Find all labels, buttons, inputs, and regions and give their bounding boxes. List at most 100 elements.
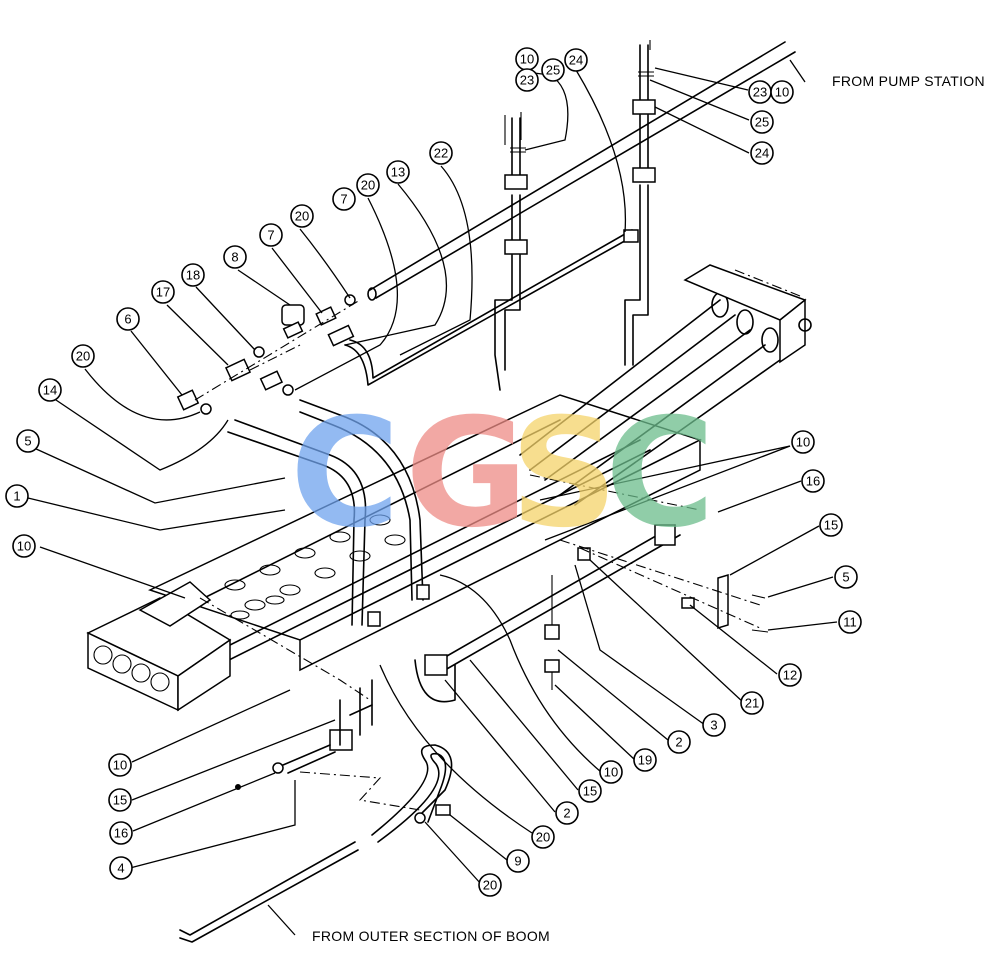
bubble-number: 10	[520, 52, 534, 67]
bubble-number: 25	[755, 115, 769, 130]
bubble-number: 1	[13, 489, 20, 504]
callout-bubble: 5	[834, 565, 858, 589]
bubble-number: 20	[361, 178, 375, 193]
from-pump-station-label: FROM PUMP STATION	[832, 73, 985, 89]
bubble-number: 25	[546, 63, 560, 78]
callout-bubble: 22	[429, 141, 453, 165]
bubble-number: 4	[117, 861, 124, 876]
callout-bubble: 20	[531, 825, 555, 849]
bubble-number: 20	[76, 349, 90, 364]
callout-bubble: 24	[750, 141, 774, 165]
callout-bubble: 13	[386, 160, 410, 184]
bubble-number: 5	[24, 434, 31, 449]
bubble-number: 10	[17, 539, 31, 554]
callout-bubble: 20	[356, 173, 380, 197]
bubble-number: 20	[483, 878, 497, 893]
bubble-number: 24	[755, 146, 769, 161]
callout-bubble: 10	[791, 430, 815, 454]
callout-bubble: 10	[12, 534, 36, 558]
bubble-number: 7	[267, 228, 274, 243]
bubble-number: 22	[434, 146, 448, 161]
callout-bubble: 15	[819, 513, 843, 537]
bubble-number: 15	[824, 518, 838, 533]
callout-bubble: 25	[541, 58, 565, 82]
from-outer-section-label: FROM OUTER SECTION OF BOOM	[312, 928, 550, 944]
callout-bubble: 10	[599, 760, 623, 784]
callout-bubble: 20	[290, 204, 314, 228]
callout-bubble: 9	[506, 849, 530, 873]
callout-bubble: 15	[578, 779, 602, 803]
bubble-number: 12	[783, 668, 797, 683]
watermark-letter-s: S	[510, 387, 618, 561]
callout-bubble: 2	[667, 730, 691, 754]
bubble-number: 23	[753, 85, 767, 100]
callout-bubble: 21	[740, 691, 764, 715]
bubble-number: 10	[775, 85, 789, 100]
bubble-number: 21	[745, 696, 759, 711]
bubble-number: 14	[43, 383, 57, 398]
callout-bubble: 24	[564, 48, 588, 72]
bubble-number: 24	[569, 53, 583, 68]
callout-bubble: 12	[778, 663, 802, 687]
callout-bubble: 5	[16, 429, 40, 453]
bubble-number: 16	[114, 826, 128, 841]
callout-bubble: 1	[5, 484, 29, 508]
callout-bubble: 2	[555, 801, 579, 825]
bubble-number: 23	[520, 73, 534, 88]
hose-loop	[179, 744, 453, 943]
callout-bubble: 10	[515, 47, 539, 71]
callout-bubble: 23	[748, 80, 772, 104]
callout-bubble: 7	[332, 187, 356, 211]
callout-bubble: 11	[838, 610, 862, 634]
watermark-letter-g: G	[405, 387, 528, 561]
callout-bubble: 7	[259, 223, 283, 247]
boom-frame	[147, 394, 702, 672]
callout-bubble: 16	[109, 821, 133, 845]
callout-bubble: 10	[108, 753, 132, 777]
watermark-letter-c2: C	[605, 387, 715, 561]
bubble-number: 15	[583, 784, 597, 799]
callout-bubble: 4	[109, 856, 133, 880]
hose-22	[344, 229, 639, 386]
bubble-number: 10	[796, 435, 810, 450]
bubble-number: 2	[675, 735, 682, 750]
bubble-number: 3	[710, 718, 717, 733]
callout-bubble: 16	[801, 469, 825, 493]
bubble-number: 10	[604, 765, 618, 780]
callout-bubble: 20	[71, 344, 95, 368]
bubble-number: 9	[514, 854, 521, 869]
watermark-letter-c1: C	[290, 387, 400, 561]
bubble-number: 8	[231, 250, 238, 265]
callout-bubble: 15	[108, 788, 132, 812]
leader-lines	[27, 59, 838, 936]
bubble-number: 18	[186, 268, 200, 283]
bubble-number: 15	[113, 793, 127, 808]
bubble-number: 2	[563, 806, 570, 821]
callout-bubbles: 10 23 25 24 23 10 25 24 22 13 20 7 20 7 …	[5, 47, 862, 897]
bubble-number: 7	[340, 192, 347, 207]
callout-bubble: 23	[515, 68, 539, 92]
end-box	[86, 581, 232, 712]
bubble-number: 10	[113, 758, 127, 773]
bubble-number: 16	[806, 474, 820, 489]
lower-plumbing	[235, 524, 769, 790]
hanger-rods	[494, 40, 656, 391]
centerlines	[199, 474, 761, 811]
callout-bubble: 8	[223, 245, 247, 269]
callout-bubble: 3	[702, 713, 726, 737]
bubble-number: 20	[295, 209, 309, 224]
bubble-number: 5	[842, 570, 849, 585]
callout-bubble: 17	[151, 280, 175, 304]
callout-bubble: 19	[633, 748, 657, 772]
tube-bundle	[519, 264, 812, 506]
bubble-number: 11	[843, 615, 857, 630]
fittings-cluster	[176, 294, 361, 415]
bubble-number: 17	[156, 285, 170, 300]
bubble-number: 6	[124, 312, 131, 327]
callout-bubble: 20	[478, 873, 502, 897]
callout-bubble: 14	[38, 378, 62, 402]
callout-bubble: 18	[181, 263, 205, 287]
bubble-number: 13	[391, 165, 405, 180]
callout-bubble: 6	[116, 307, 140, 331]
